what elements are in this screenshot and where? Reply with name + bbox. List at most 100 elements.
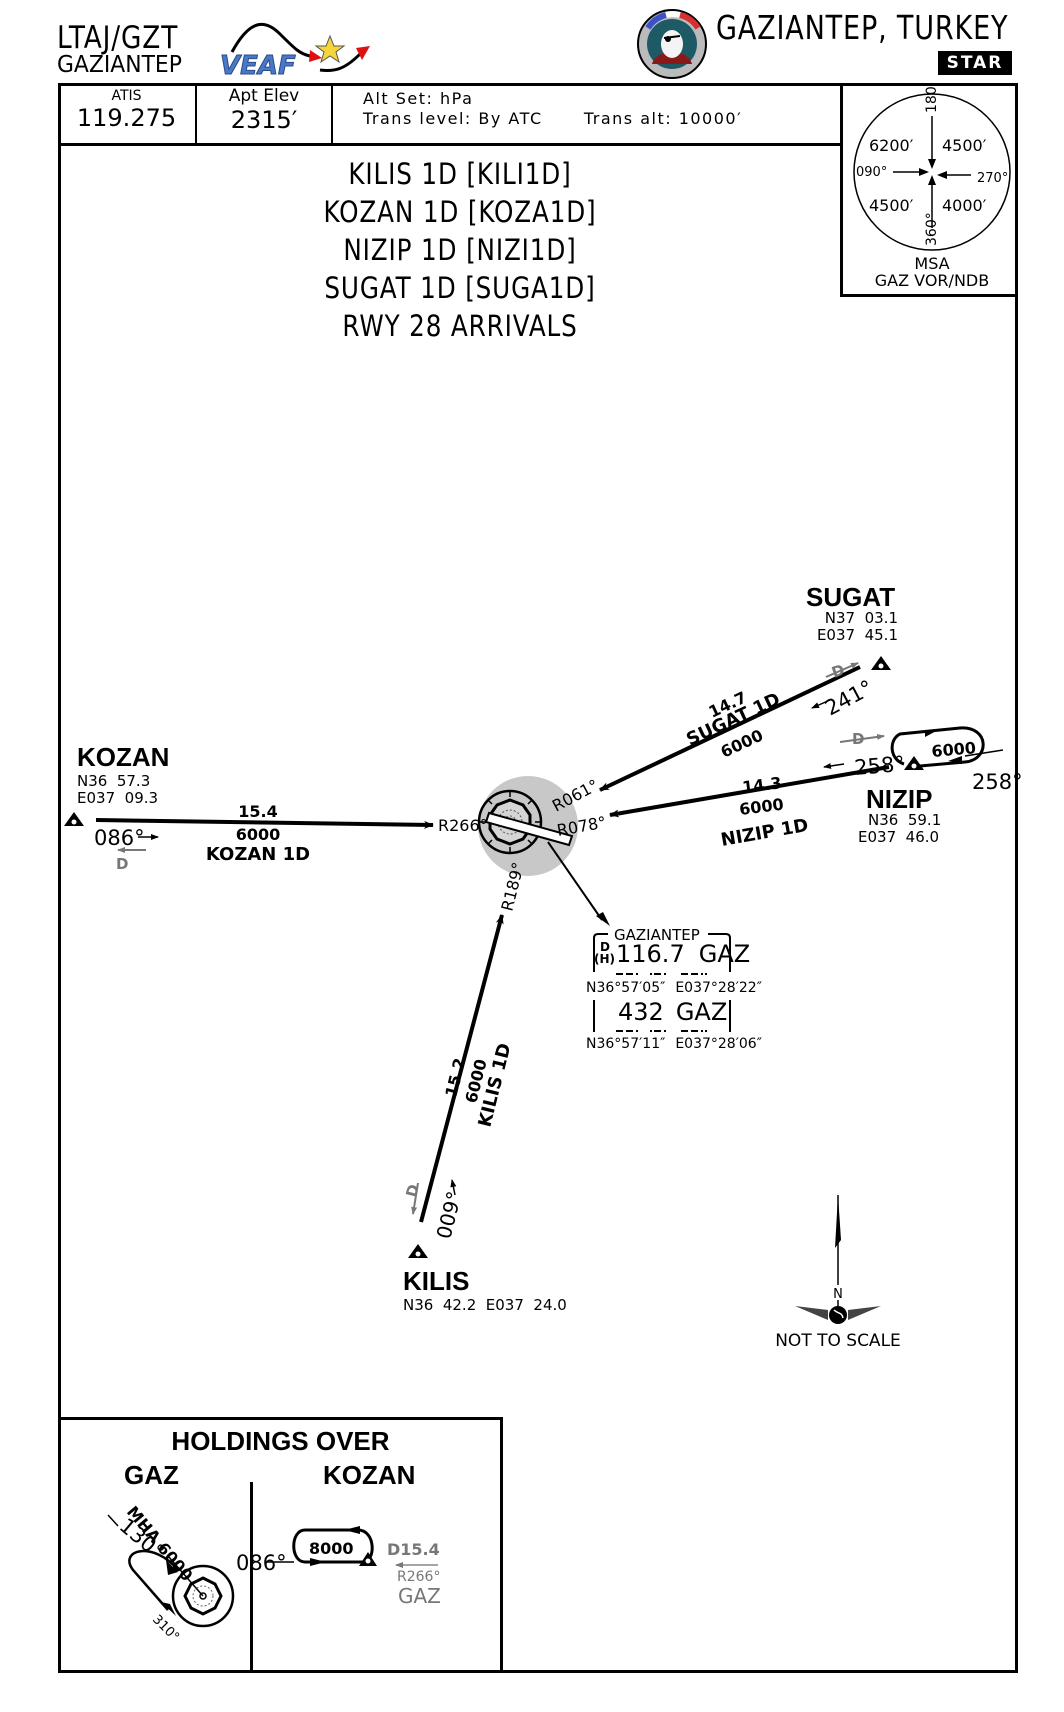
elevation-value: 2315′ [230, 106, 298, 134]
sugat-fix-icon [871, 656, 891, 670]
msa-bearing-bottom: 360° [924, 212, 940, 246]
nizip-fix-icon [904, 756, 924, 770]
navaid-h-prefix: (H) [594, 952, 616, 966]
procedure-title-kozan: KOZAN 1D [KOZA1D] [323, 195, 597, 229]
kozan-holding-radial: R266° [397, 1569, 440, 1585]
msa-reference: GAZ VOR/NDB [875, 271, 989, 290]
veaf-logo: VEAF [210, 14, 385, 82]
runway-arrivals-title: RWY 28 ARRIVALS [342, 309, 578, 343]
fix-kilis: KILIS N36 42.2 E037 24.0 [403, 1266, 567, 1314]
fix-kozan-lat: N36 57.3 [77, 772, 151, 790]
msa-sector-ne: 4500′ [942, 136, 987, 155]
nizip-dme-label: D [852, 730, 864, 748]
holdings-title: HOLDINGS OVER [171, 1426, 390, 1456]
msa-diagram: 180° 360° 090° 270° 6200′ 4500′ 4500′ 40… [853, 79, 1011, 290]
holding-diagrams: MHA 6000 130° 310° 8000 086° D15.4 R266°… [107, 1502, 441, 1645]
nizip-course: 258° [853, 752, 905, 780]
runway-bar [484, 811, 574, 847]
msa-bearing-top: 180° [924, 83, 940, 113]
holding-gaz-title: GAZ [124, 1460, 179, 1490]
kilis-fix-icon [408, 1244, 428, 1258]
msa-label: MSA [914, 254, 949, 273]
nizip-altitude: 6000 [738, 795, 785, 819]
msa-sector-nw: 6200′ [869, 136, 914, 155]
airport-name: GAZIANTEP [57, 52, 182, 78]
radial-r061: R061° [549, 775, 602, 815]
nizip-distance: 14.3 [741, 773, 783, 797]
kozan-fix-icon [64, 812, 84, 826]
sugat-dme-label: D [829, 661, 847, 682]
kozan-distance: 15.4 [238, 802, 277, 821]
fix-sugat: SUGAT [806, 582, 895, 613]
location-title: GAZIANTEP, TURKEY [716, 8, 1009, 47]
kozan-holding-dme: D15.4 [387, 1540, 440, 1559]
navaid-dme-prefix: D [600, 940, 610, 954]
kozan-dme-label: D [116, 855, 128, 873]
msa-box: 180° 360° 090° 270° 6200′ 4500′ 4500′ 40… [840, 79, 1018, 297]
route-kozan [64, 812, 434, 853]
chart-type-badge: STAR [938, 51, 1012, 75]
kozan-holding-inbound: 086° [236, 1551, 287, 1575]
nizip-route-name: NIZIP 1D [719, 815, 810, 851]
alt-set-text: Alt Set: hPa [363, 89, 474, 108]
msa-circle [853, 93, 1011, 251]
trans-level-text: Trans level: By ATC [363, 109, 543, 128]
not-to-scale-label: NOT TO SCALE [775, 1331, 901, 1351]
kozan-holding-pattern [266, 1526, 438, 1568]
atis-label: ATIS [111, 88, 142, 104]
route-nizip [609, 726, 1004, 818]
fix-sugat-name: SUGAT [806, 582, 896, 612]
msa-bearing-right: 270° [977, 171, 1008, 186]
msa-sector-se: 4000′ [942, 196, 987, 215]
nizip-hold-course: 258° [972, 770, 1023, 794]
elevation-cell: Apt Elev 2315′ [197, 83, 333, 143]
holdings-box: HOLDINGS OVER GAZ KOZAN MHA 6000 130° 31… [58, 1417, 503, 1673]
squadron-badge-icon [636, 8, 708, 80]
trans-alt-text: Trans alt: 10000′ [583, 109, 743, 128]
holdings-divider [250, 1482, 253, 1673]
kilis-dme-label: D [402, 1183, 422, 1199]
fix-nizip-name: NIZIP [866, 784, 933, 814]
vor-coordinates: N36°57′05″E037°28′22″ [586, 980, 762, 996]
elevation-label: Apt Elev [228, 86, 300, 106]
atis-frequency: 119.275 [76, 104, 177, 132]
procedure-title-sugat: SUGAT 1D [SUGA1D] [324, 271, 596, 305]
kozan-route-name: KOZAN 1D [206, 844, 310, 865]
airport-code: LTAJ/GZT [57, 20, 179, 56]
fix-kilis-name: KILIS [403, 1266, 470, 1296]
winged-globe-icon [795, 1306, 881, 1324]
route-kilis [408, 914, 504, 1258]
gaz-vor-symbol [477, 776, 578, 876]
nizip-holding-pattern [890, 726, 985, 768]
radial-r266: R266° [438, 816, 488, 835]
navaid-name: GAZIANTEP [612, 926, 702, 944]
atis-cell: ATIS 119.275 [58, 83, 197, 143]
route-sugat [599, 656, 891, 792]
fix-sugat-coords: N37 03.1 E037 45.1 [816, 609, 898, 644]
holding-kozan-title: KOZAN [323, 1460, 416, 1490]
gaz-holding-pattern [107, 1514, 235, 1628]
veaf-logo-text: VEAF [220, 51, 296, 80]
fix-kozan-name: KOZAN [77, 742, 170, 772]
chart-type-label: STAR [946, 53, 1004, 73]
altimeter-cell: Alt Set: hPa Trans level: By ATC Trans a… [363, 89, 742, 129]
fix-nizip: NIZIP [866, 784, 932, 815]
gaz-holding-outbound: 310° [149, 1612, 182, 1645]
fix-kozan-lon: E037 09.3 [77, 789, 159, 807]
navaid-box-frame [593, 933, 731, 1032]
kozan-holding-altitude: 8000 [309, 1539, 354, 1558]
chart-frame [58, 83, 1018, 1673]
kozan-altitude: 6000 [236, 825, 281, 844]
procedure-title-kilis: KILIS 1D [KILI1D] [348, 157, 572, 191]
kozan-course: 086° [94, 826, 145, 850]
kozan-holding-ref: GAZ [398, 1584, 441, 1608]
fix-kilis-coords: N36 42.2 E037 24.0 [403, 1296, 567, 1314]
msa-sector-sw: 4500′ [869, 196, 914, 215]
fix-nizip-coords: N36 59.1 E037 46.0 [858, 811, 942, 846]
fix-kozan: KOZAN N36 57.3 E037 09.3 [77, 742, 169, 807]
msa-bearing-left: 090° [856, 165, 887, 180]
ndb-coordinates: N36°57′11″E037°28′06″ [586, 1036, 762, 1052]
procedure-title-nizip: NIZIP 1D [NIZI1D] [343, 233, 577, 267]
